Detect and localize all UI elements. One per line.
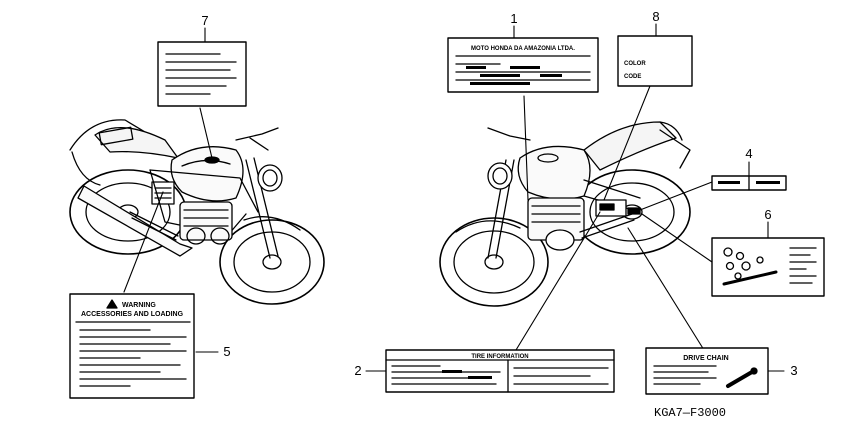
callout-4: 4: [745, 146, 752, 161]
callout-1: 1: [510, 11, 517, 26]
label-7-caution: [157, 41, 247, 107]
motorcycle-left-view: [69, 119, 325, 305]
color-label: COLOR: [624, 61, 646, 67]
label-3-drive-chain: [645, 347, 769, 395]
callout-7: 7: [201, 13, 208, 28]
tire-information-title: TIRE INFORMATION: [471, 354, 528, 360]
manufacturer-name: MOTO HONDA DA AMAZONIA LTDA.: [471, 46, 575, 52]
leader-lines: [123, 23, 785, 372]
warning-triangle-icon: [106, 299, 118, 309]
callout-8: 8: [652, 9, 659, 24]
oil-can-icon: [726, 370, 754, 388]
diagram-code: KGA7—F3000: [654, 406, 726, 420]
label-2-tire-information: [385, 349, 615, 393]
code-label: CODE: [624, 74, 641, 80]
callout-2: 2: [354, 363, 361, 378]
callout-5: 5: [223, 344, 230, 359]
drive-chain-title: DRIVE CHAIN: [683, 355, 729, 362]
label-1-manufacturer-plate: [447, 37, 599, 93]
warning-title: WARNING: [122, 302, 156, 309]
motorcycle-right-view: [439, 121, 691, 307]
label-4-strip: [711, 175, 787, 191]
label-8-color-code: [617, 35, 693, 87]
callout-3: 3: [790, 363, 797, 378]
label-6-chain-adjustment: [711, 237, 825, 297]
callout-6: 6: [764, 207, 771, 222]
label-5-warning: [69, 293, 195, 399]
accessories-loading-title: ACCESSORIES AND LOADING: [81, 311, 184, 318]
